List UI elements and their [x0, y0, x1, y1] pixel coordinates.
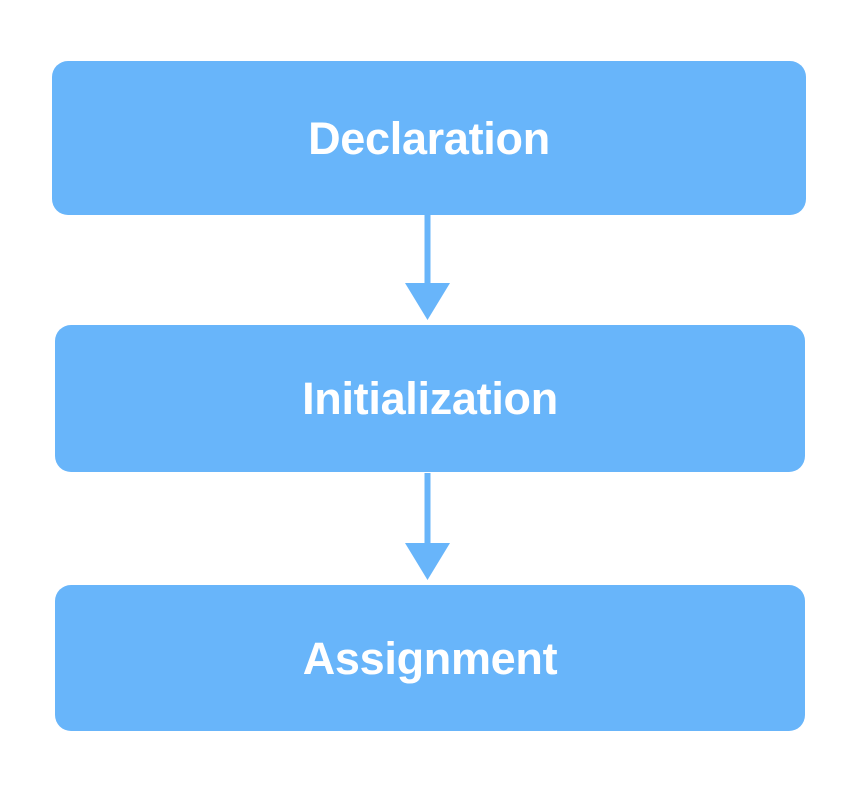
flow-node-label: Assignment	[302, 632, 558, 684]
flow-node-declaration[interactable]: Declaration	[52, 61, 806, 215]
flow-node-initialization[interactable]: Initialization	[55, 325, 805, 472]
flow-node-assignment[interactable]: Assignment	[55, 585, 805, 731]
flow-node-label: Declaration	[308, 112, 550, 164]
flow-node-label: Initialization	[302, 373, 558, 424]
